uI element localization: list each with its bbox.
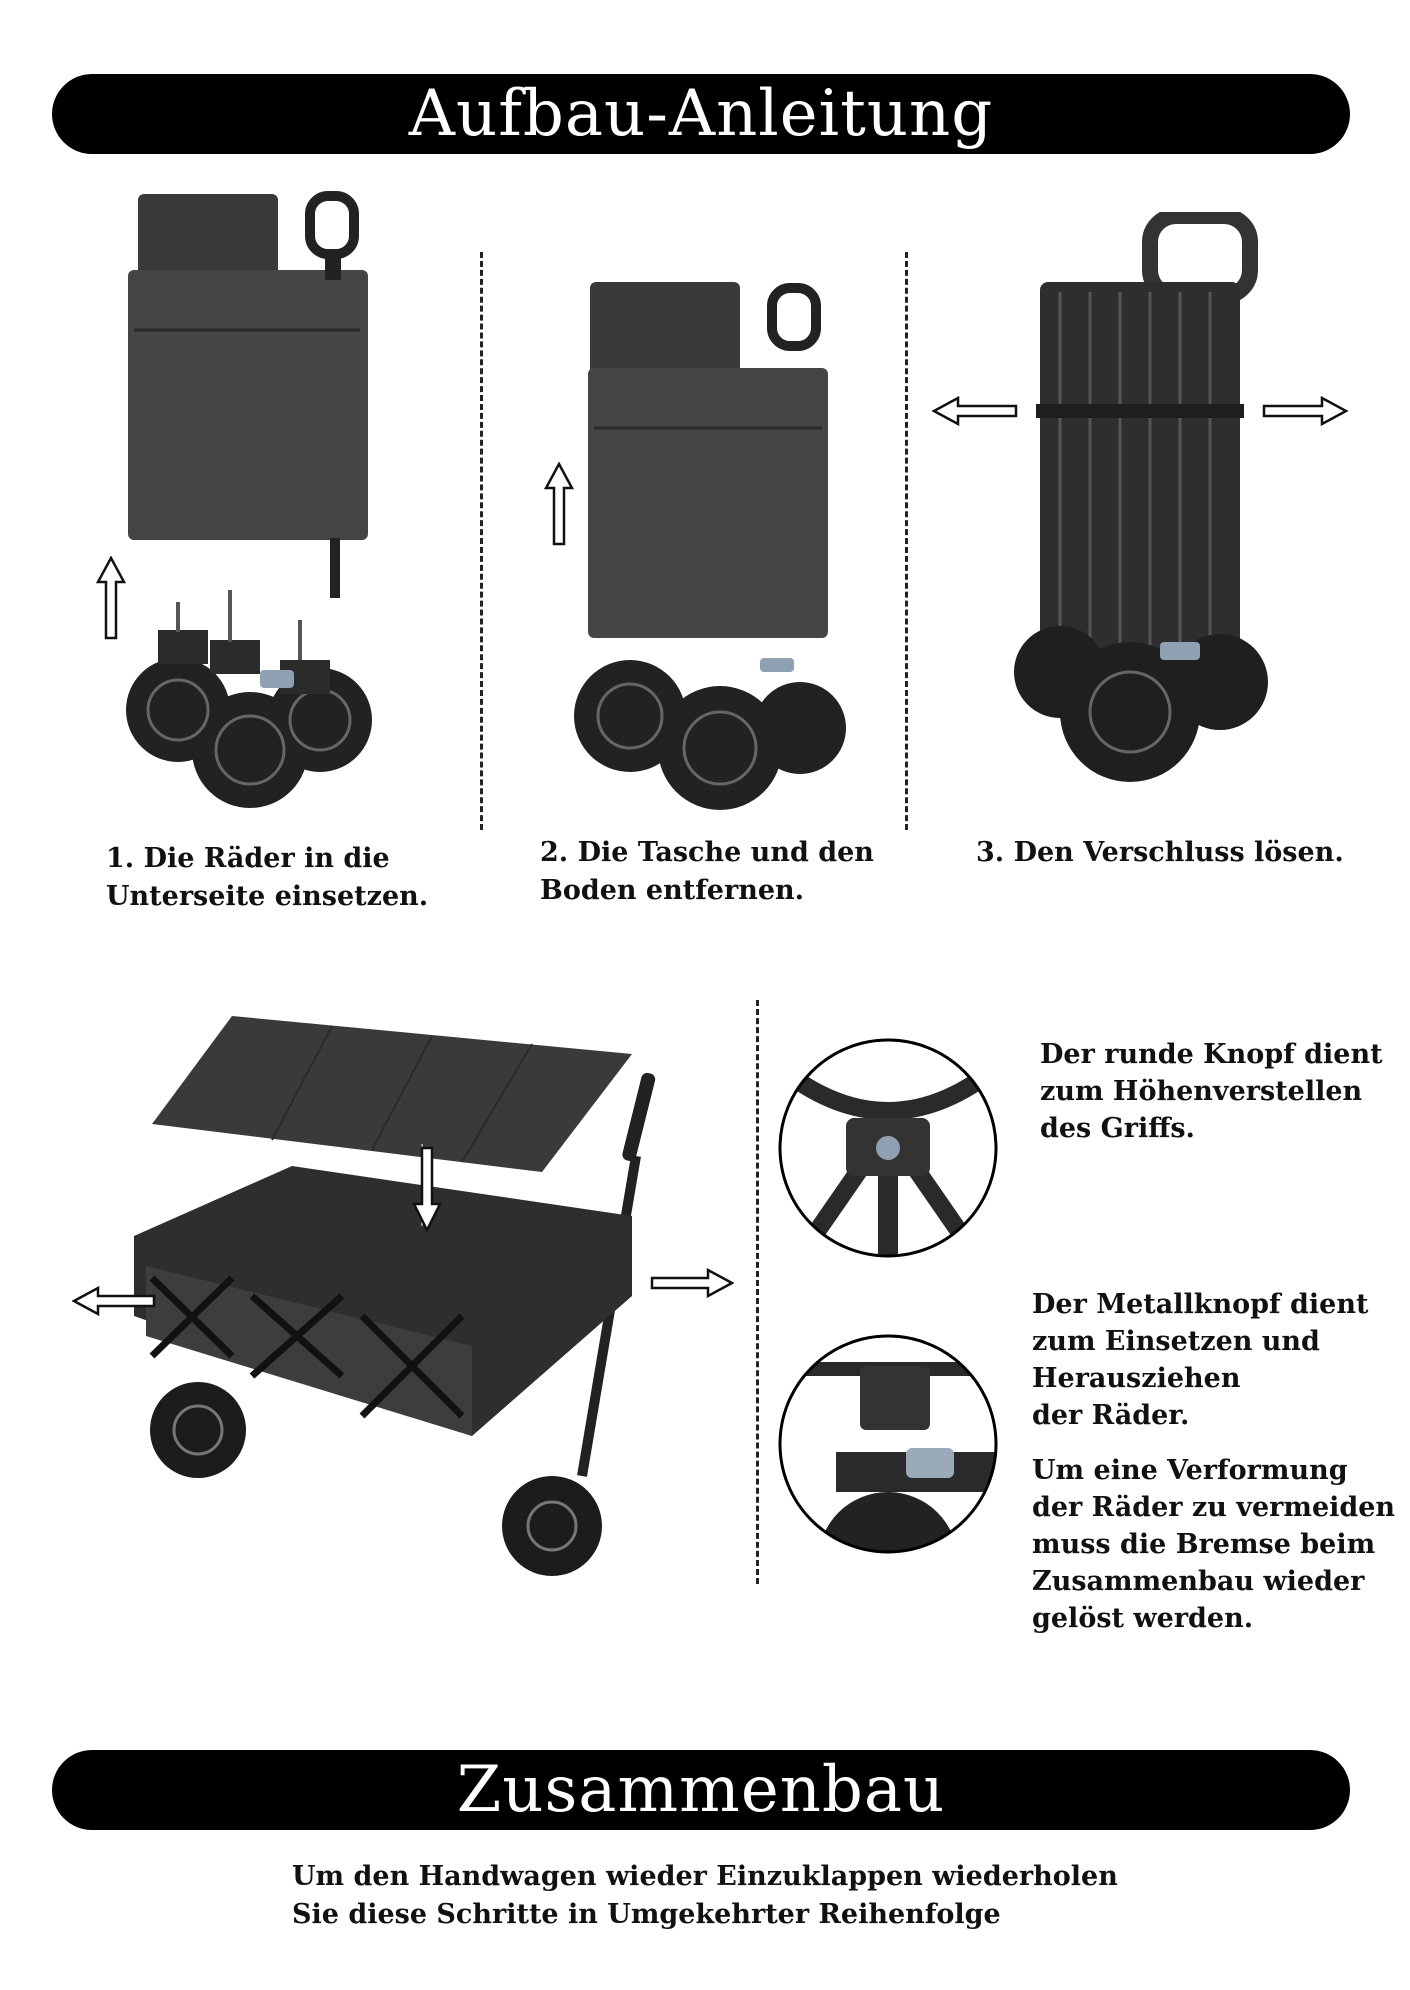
separator	[756, 1000, 759, 1584]
brake-note: Um eine Verformung der Räder zu vermeide…	[1032, 1455, 1396, 1634]
left-arrow-icon	[932, 396, 1018, 426]
left-arrow-icon	[72, 1286, 156, 1316]
metal-knob-detail	[776, 1332, 1000, 1556]
assembly-instructions: Um den Handwagen wieder Einzuklappen wie…	[292, 1861, 1118, 1930]
right-arrow-icon	[1262, 396, 1348, 426]
round-knob-note: Der runde Knopf dient zum Höhenverstelle…	[1040, 1039, 1383, 1144]
step-3-caption: 3. Den Verschluss lösen.	[976, 837, 1344, 868]
step-3-illustration	[1000, 212, 1280, 792]
separator	[905, 252, 908, 830]
section-title: Zusammenbau	[456, 1753, 946, 1827]
page-title: Aufbau-Anleitung	[408, 77, 994, 151]
assembly-banner: Zusammenbau	[52, 1750, 1350, 1830]
up-arrow-icon	[96, 556, 126, 640]
down-arrow-icon	[412, 1146, 442, 1232]
step-1-illustration	[110, 190, 400, 830]
step-1-caption: 1. Die Räder in die Unterseite einsetzen…	[106, 843, 429, 912]
step-2-caption: 2. Die Tasche und den Boden entfernen.	[540, 837, 874, 906]
title-banner: Aufbau-Anleitung	[52, 74, 1350, 154]
round-knob-detail	[776, 1036, 1000, 1260]
metal-knob-note: Der Metallknopf dient zum Einsetzen und …	[1032, 1289, 1369, 1431]
unfolded-wagon-illustration	[122, 1016, 682, 1586]
step-2-illustration	[560, 278, 850, 818]
right-arrow-icon	[650, 1268, 734, 1298]
separator	[480, 252, 483, 830]
up-arrow-icon	[544, 462, 574, 546]
